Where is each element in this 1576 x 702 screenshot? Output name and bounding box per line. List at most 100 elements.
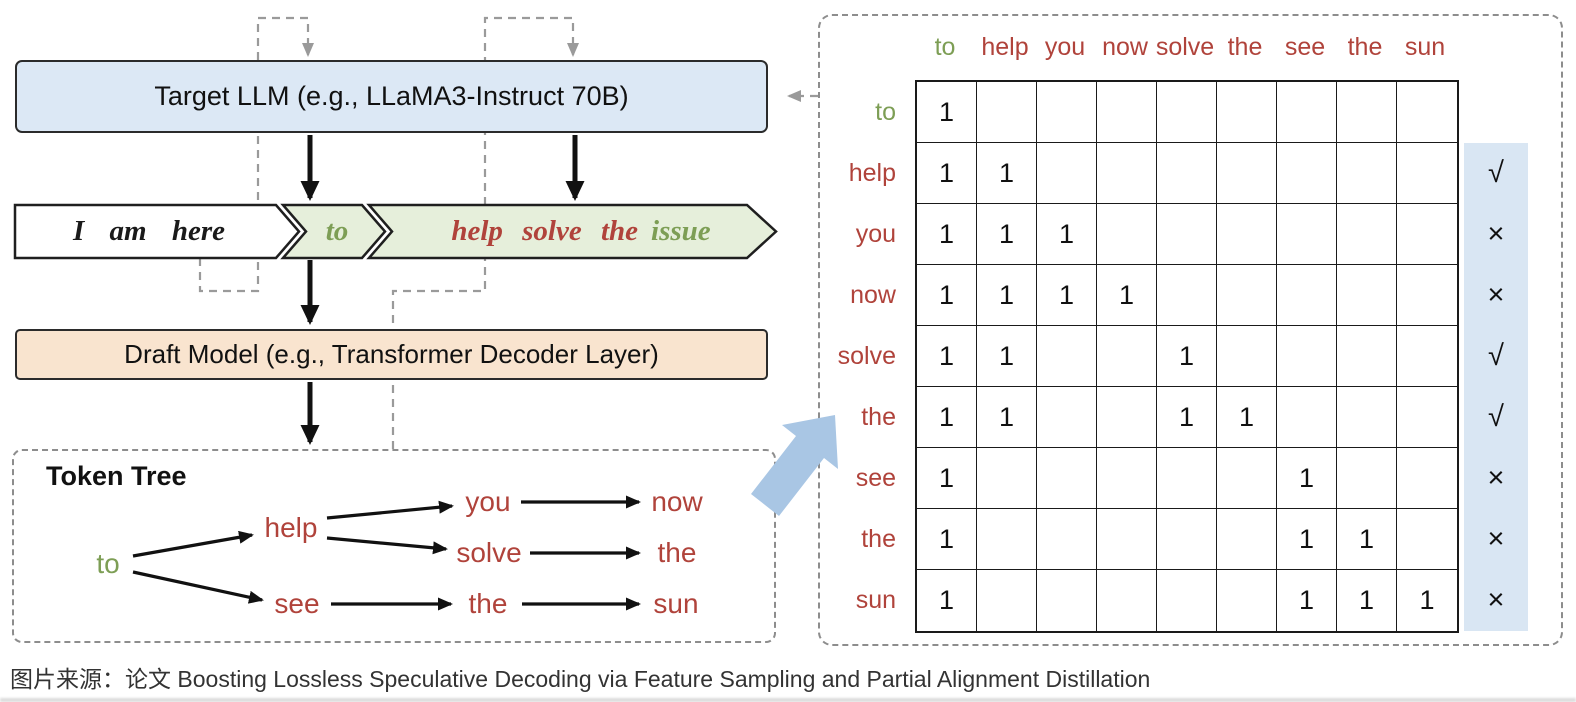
- matrix-row-header: help: [848, 159, 896, 187]
- verdict-mark: √: [1488, 401, 1504, 433]
- feedback-loop-arrow-1: [198, 16, 314, 293]
- matrix-cell: [1397, 143, 1457, 204]
- attention-matrix-panel: [818, 14, 1563, 646]
- matrix-cell: [1037, 570, 1097, 631]
- verdict-mark: √: [1488, 157, 1504, 189]
- matrix-cell: [1217, 143, 1277, 204]
- matrix-cell: [1097, 448, 1157, 509]
- matrix-cell: 1: [1157, 326, 1217, 387]
- matrix-cell: [1337, 204, 1397, 265]
- matrix-cell: 1: [1277, 509, 1337, 570]
- matrix-cell: [1157, 509, 1217, 570]
- matrix-cell: 1: [917, 448, 977, 509]
- tree-node-solve: solve: [456, 537, 522, 568]
- matrix-row-header: you: [855, 220, 896, 248]
- matrix-cell: [1157, 265, 1217, 326]
- matrix-cell: [1397, 82, 1457, 143]
- matrix-cell: [1397, 448, 1457, 509]
- matrix-row-header: now: [850, 281, 896, 309]
- matrix-cell: 1: [977, 265, 1037, 326]
- matrix-cell: 1: [917, 570, 977, 631]
- sequence-prefix-text: I am here: [73, 215, 225, 247]
- matrix-row-header: see: [855, 464, 896, 492]
- matrix-col-header: see: [1284, 32, 1326, 61]
- matrix-cell: [1277, 326, 1337, 387]
- matrix-cell: [977, 509, 1037, 570]
- matrix-col-header: help: [981, 32, 1029, 61]
- sequence-draft-text: help solve the issue: [390, 206, 772, 257]
- matrix-cell: [1157, 570, 1217, 631]
- verdict-column: √××√√×××: [1464, 143, 1528, 631]
- verdict-mark: ×: [1487, 523, 1505, 555]
- tree-node-the3: the: [657, 537, 697, 568]
- matrix-cell: [1397, 204, 1457, 265]
- matrix-cell: 1: [1037, 204, 1097, 265]
- matrix-cell: 1: [917, 82, 977, 143]
- matrix-cell: [1217, 509, 1277, 570]
- matrix-cell: 1: [1277, 570, 1337, 631]
- matrix-cell: [1397, 265, 1457, 326]
- tree-node-to: to: [96, 548, 120, 579]
- matrix-row-header: to: [875, 98, 896, 126]
- feedback-loop-arrow-2: [391, 16, 579, 449]
- matrix-cell: [1277, 82, 1337, 143]
- matrix-cell: 1: [917, 265, 977, 326]
- matrix-cell: [1157, 204, 1217, 265]
- matrix-cell: [1037, 82, 1097, 143]
- matrix-cell: [1217, 82, 1277, 143]
- matrix-cell: [1097, 570, 1157, 631]
- matrix-cell: [1337, 387, 1397, 448]
- sequence-chevron-prefix: [13, 203, 301, 260]
- matrix-cell: 1: [917, 387, 977, 448]
- matrix-cell: [1097, 326, 1157, 387]
- cropped-text-strip: [0, 698, 1576, 702]
- matrix-cell: [1097, 82, 1157, 143]
- matrix-cell: [1337, 448, 1397, 509]
- matrix-cell: [1217, 265, 1277, 326]
- sequence-red-part: help solve the: [451, 215, 639, 247]
- tree-node-the2: the: [468, 588, 508, 619]
- matrix-col-header: solve: [1155, 32, 1215, 61]
- matrix-cell: [1037, 509, 1097, 570]
- matrix-cell: 1: [917, 204, 977, 265]
- tree-node-help: help: [264, 512, 318, 543]
- matrix-cell: 1: [917, 326, 977, 387]
- verdict-mark: √: [1488, 340, 1504, 372]
- sequence-token-to: to: [325, 215, 349, 247]
- tree-node-you: you: [465, 486, 511, 517]
- tree-node-sun: sun: [653, 588, 699, 619]
- draft-model-label: Draft Model (e.g., Transformer Decoder L…: [124, 339, 659, 369]
- draft-model-box: Draft Model (e.g., Transformer Decoder L…: [15, 329, 768, 380]
- matrix-cell: [1037, 387, 1097, 448]
- matrix-row-header: the: [861, 403, 896, 431]
- tree-edge-help-you: [326, 500, 454, 520]
- matrix-cell: 1: [917, 509, 977, 570]
- matrix-cell: [1337, 82, 1397, 143]
- matrix-cell: [977, 448, 1037, 509]
- matrix-cell: [1337, 265, 1397, 326]
- matrix-cell: 1: [977, 143, 1037, 204]
- matrix-cell: 1: [1217, 387, 1277, 448]
- target-llm-box: Target LLM (e.g., LLaMA3-Instruct 70B): [15, 60, 768, 133]
- matrix-cell: [1097, 143, 1157, 204]
- matrix-col-header: the: [1227, 32, 1263, 61]
- matrix-cell: [1157, 82, 1217, 143]
- matrix-cell: [1397, 387, 1457, 448]
- tree-edges: [132, 495, 641, 611]
- verdict-mark: ×: [1487, 584, 1505, 616]
- matrix-cell: [1097, 509, 1157, 570]
- matrix-cell: 1: [977, 326, 1037, 387]
- matrix-cell: [1277, 265, 1337, 326]
- matrix-cell: [1277, 204, 1337, 265]
- matrix-row-header: solve: [837, 342, 896, 370]
- matrix-cell: 1: [1157, 387, 1217, 448]
- matrix-col-header: sun: [1404, 32, 1446, 61]
- matrix-cell: [977, 570, 1037, 631]
- token-tree-title: Token Tree: [46, 461, 187, 491]
- tree-node-now: now: [651, 486, 703, 517]
